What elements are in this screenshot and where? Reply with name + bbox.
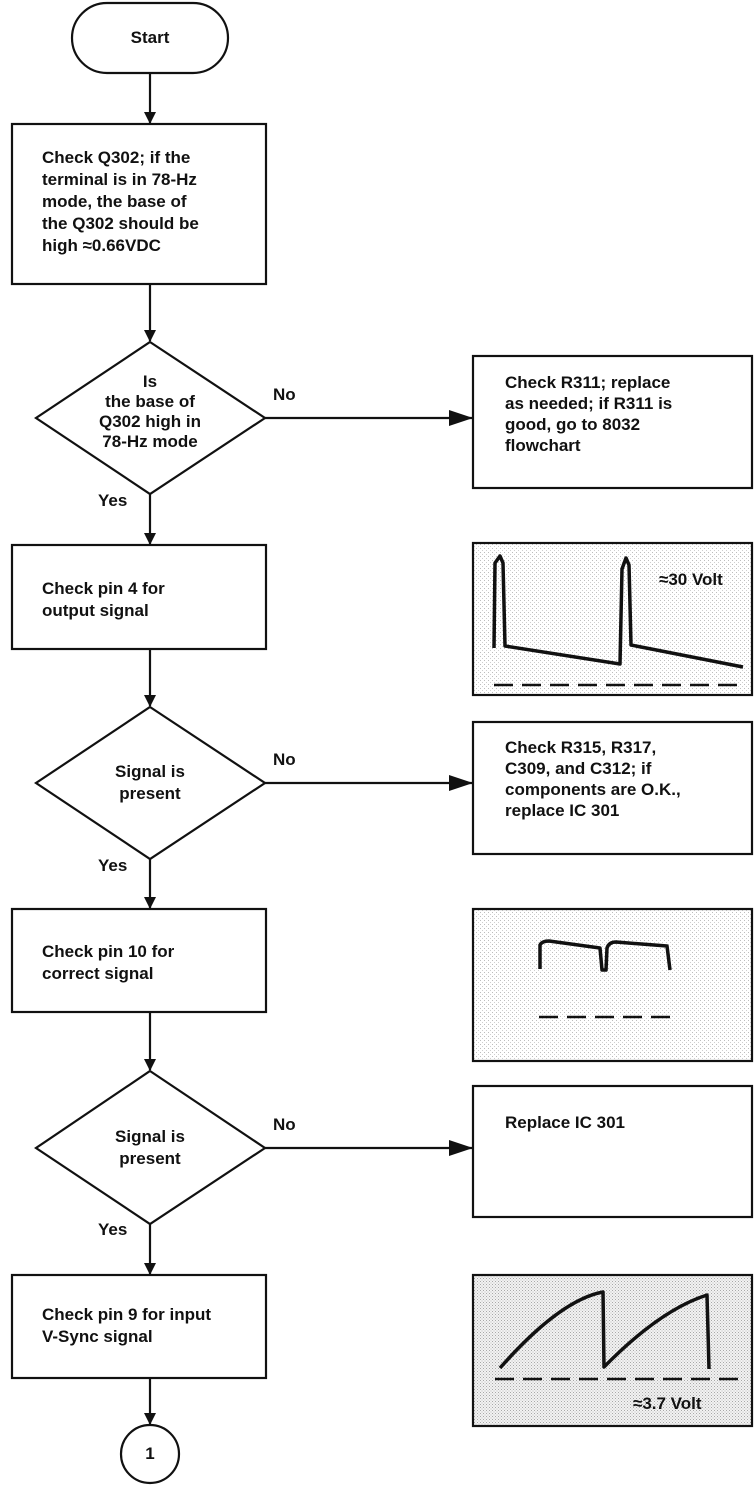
decision1-line: Q302 high in bbox=[98, 412, 202, 431]
decision2-line: Signal is bbox=[115, 762, 185, 781]
connector-circle bbox=[119, 1423, 181, 1485]
action1-line: flowchart bbox=[505, 436, 581, 455]
decision1-line: the base of bbox=[105, 392, 195, 411]
wave1-voltage-label: ≈30 Volt bbox=[659, 570, 723, 589]
decision2-no-label: No bbox=[273, 750, 296, 769]
decision2-line: present bbox=[119, 784, 181, 803]
action-check-r311-box bbox=[471, 354, 754, 490]
waveform-pin9 bbox=[471, 1273, 754, 1428]
action2-line: components are O.K., bbox=[505, 780, 681, 799]
start-label: Start bbox=[130, 28, 170, 47]
decision1-yes-label: Yes bbox=[98, 491, 128, 510]
action-check-r315-box bbox=[471, 720, 754, 856]
step2-line: Check pin 4 for bbox=[42, 579, 165, 598]
step-check-q302-box bbox=[10, 122, 268, 286]
step1-line: mode, the base of bbox=[42, 192, 187, 211]
step4-line: V-Sync signal bbox=[42, 1327, 153, 1346]
decision1-line: 78-Hz mode bbox=[102, 432, 198, 451]
waveform-pin4 bbox=[471, 541, 754, 697]
step3-line: correct signal bbox=[42, 964, 154, 983]
step1-line: terminal is in 78-Hz bbox=[42, 170, 197, 189]
decision-base-high-text: Is the base of Q302 high in 78-Hz mode bbox=[60, 372, 240, 452]
connector-label: 1 bbox=[145, 1444, 155, 1463]
step-check-q302-text: Check Q302; if the terminal is in 78-Hz … bbox=[42, 147, 199, 257]
action1-line: as needed; if R311 is bbox=[505, 394, 673, 413]
decision2-yes-label: Yes bbox=[98, 856, 128, 875]
action-replace-ic301-box bbox=[471, 1084, 754, 1219]
action3-line: Replace IC 301 bbox=[505, 1113, 626, 1132]
step-check-pin10-box bbox=[10, 907, 268, 1014]
step3-line: Check pin 10 for bbox=[42, 942, 175, 961]
action2-line: Check R315, R317, bbox=[505, 738, 657, 757]
step1-line: the Q302 should be bbox=[42, 214, 199, 233]
action-check-r315-text: Check R315, R317, C309, and C312; if com… bbox=[505, 737, 681, 821]
step-check-pin4-box bbox=[10, 543, 268, 651]
decision3-yes-label: Yes bbox=[98, 1220, 128, 1239]
decision3-line: present bbox=[119, 1149, 181, 1168]
decision-signal-present-2-text: Signal is present bbox=[60, 1126, 240, 1170]
step1-line: high ≈0.66VDC bbox=[42, 236, 161, 255]
step-check-pin9-box bbox=[10, 1273, 268, 1380]
decision1-no-label: No bbox=[273, 385, 296, 404]
step1-line: Check Q302; if the bbox=[42, 148, 191, 167]
decision3-line: Signal is bbox=[115, 1127, 185, 1146]
step-check-pin10-text: Check pin 10 for correct signal bbox=[42, 941, 174, 985]
decision-signal-present-1-text: Signal is present bbox=[60, 761, 240, 805]
action1-line: Check R311; replace bbox=[505, 373, 671, 392]
decision1-line: Is bbox=[142, 372, 158, 391]
action-check-r311-text: Check R311; replace as needed; if R311 i… bbox=[505, 372, 672, 456]
step-check-pin4-text: Check pin 4 for output signal bbox=[42, 578, 165, 622]
action1-line: good, go to 8032 bbox=[505, 415, 641, 434]
decision3-no-label: No bbox=[273, 1115, 296, 1134]
waveform-pin10 bbox=[471, 907, 754, 1063]
step2-line: output signal bbox=[42, 601, 149, 620]
step-check-pin9-text: Check pin 9 for input V-Sync signal bbox=[42, 1304, 211, 1348]
step4-line: Check pin 9 for input bbox=[42, 1305, 212, 1324]
action2-line: replace IC 301 bbox=[505, 801, 620, 820]
action-replace-ic301-text: Replace IC 301 bbox=[505, 1112, 625, 1134]
wave3-voltage-label: ≈3.7 Volt bbox=[633, 1394, 702, 1413]
action2-line: C309, and C312; if bbox=[505, 759, 652, 778]
